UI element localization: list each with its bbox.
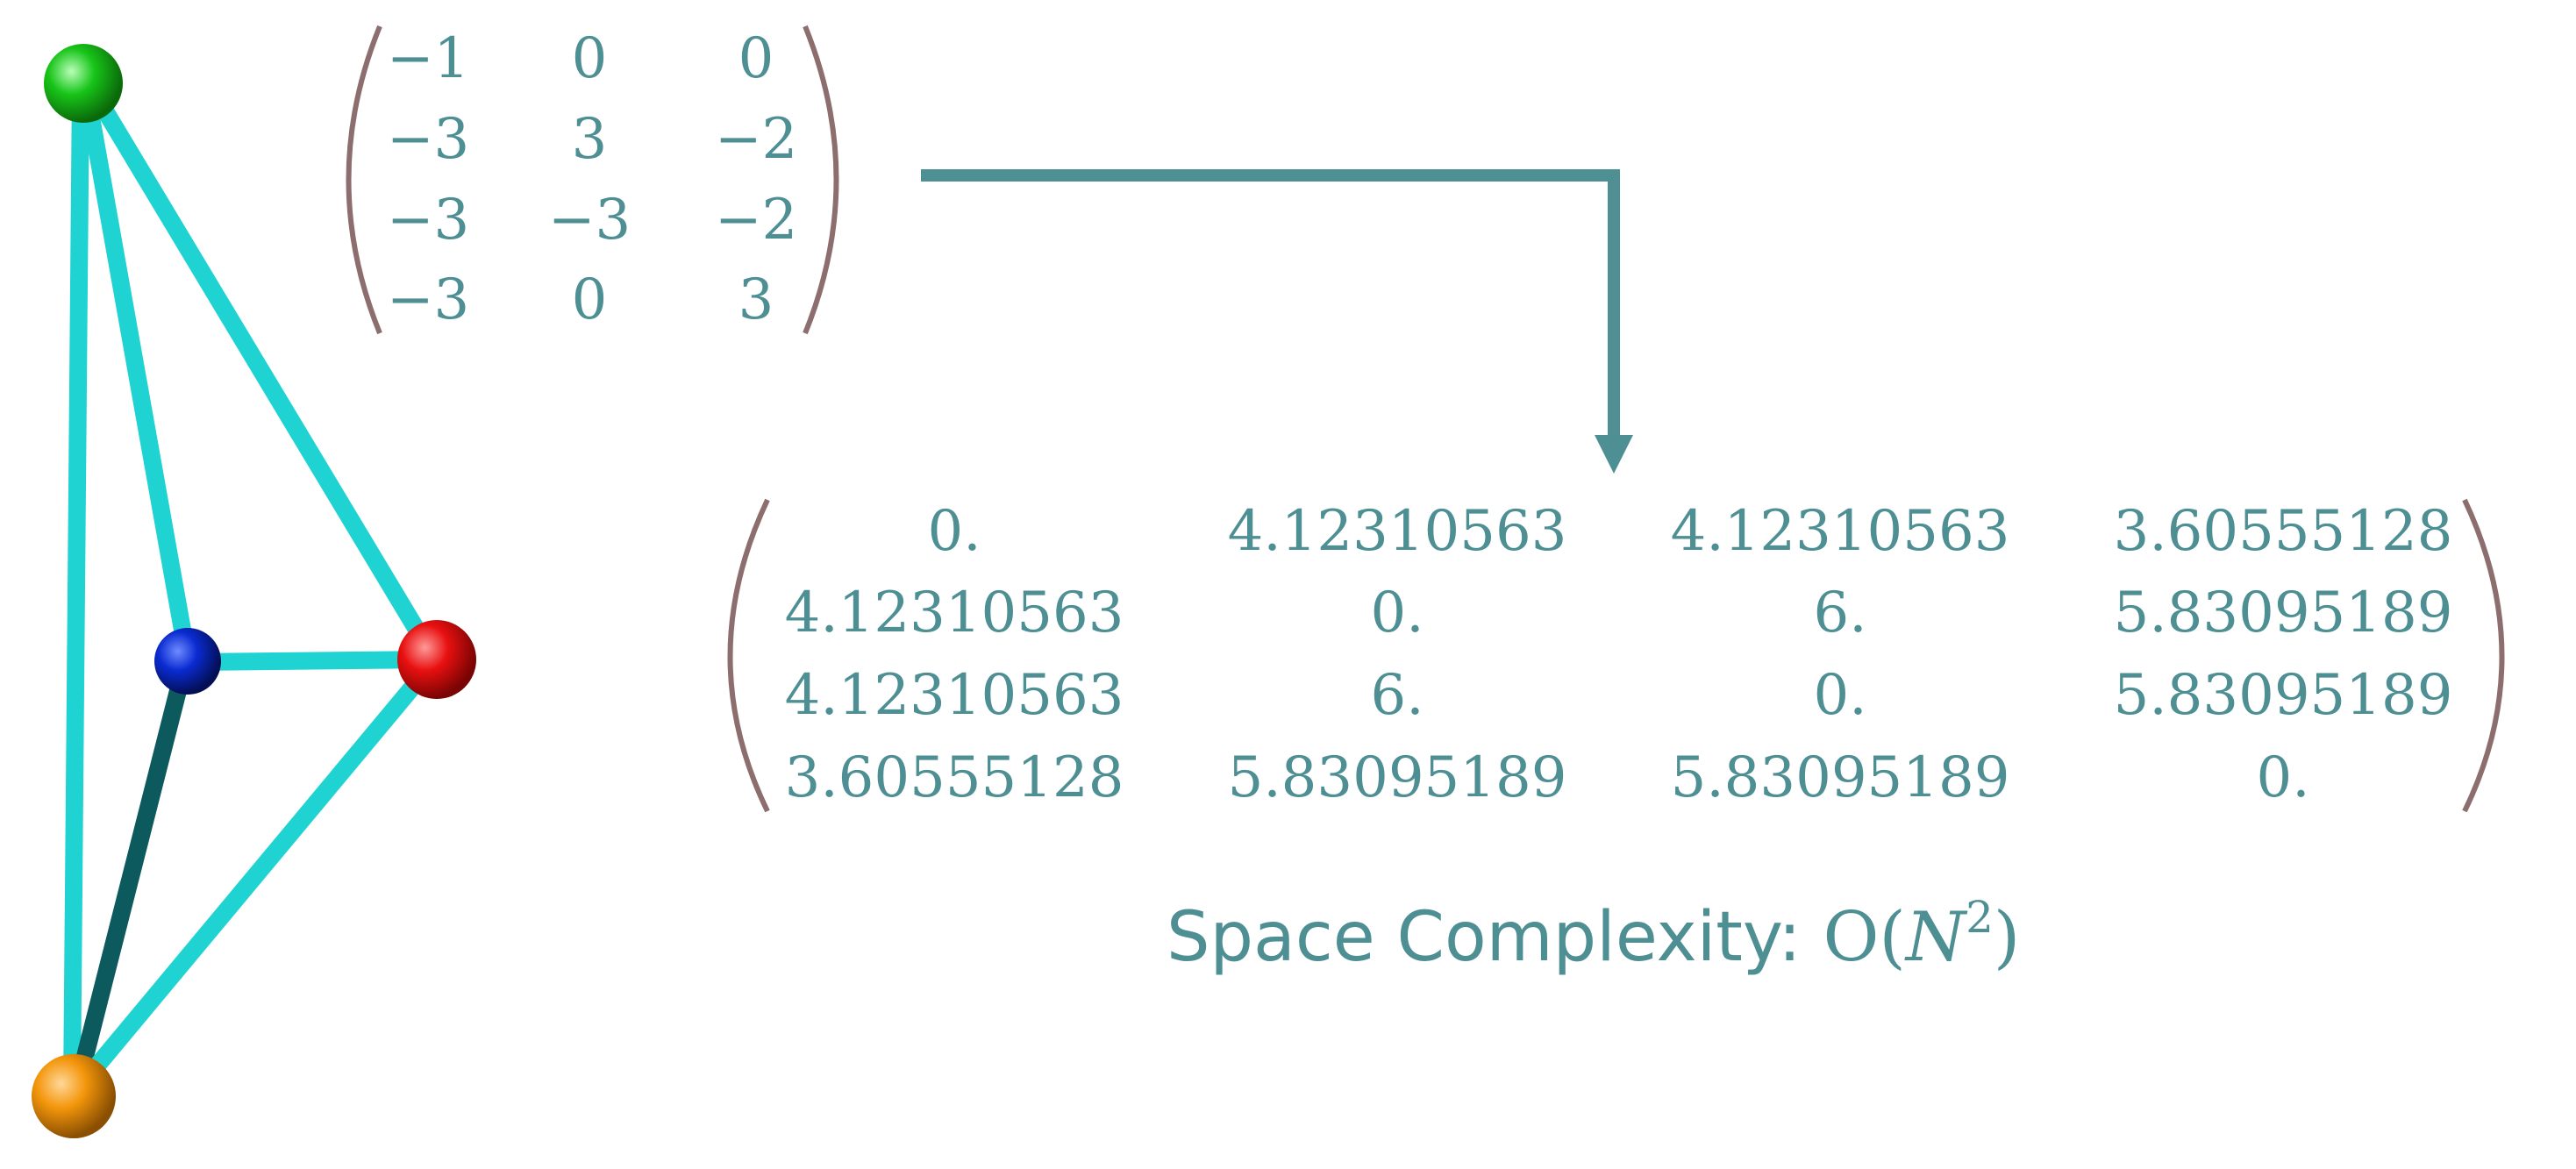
graph-nodes xyxy=(32,44,476,1138)
coords-cell-r1-c2: −2 xyxy=(715,107,797,172)
distance-cell-r0-c2: 4.12310563 xyxy=(1671,499,2010,564)
coords-cell-r2-c2: −2 xyxy=(715,188,797,253)
distance-cell-r1-c0: 4.12310563 xyxy=(785,581,1124,645)
space-complexity-caption: Space Complexity: O(N2) xyxy=(1167,892,2020,977)
coords-cell-r0-c0: −1 xyxy=(387,26,469,91)
coords-right-paren xyxy=(803,25,839,335)
caption-big-o: O( xyxy=(1823,898,1905,977)
distance-cell-r3-c0: 3.60555128 xyxy=(785,745,1124,810)
coords-cell-r2-c1: −3 xyxy=(548,188,631,253)
distance-right-paren xyxy=(2462,498,2505,813)
distance-cell-r0-c0: 0. xyxy=(927,499,981,564)
coords-cell-r3-c1: 0 xyxy=(572,267,608,332)
distance-cell-r1-c1: 0. xyxy=(1370,581,1424,645)
coords-matrix: −1 0 0 −3 3 −2 −3 −3 −2 −3 0 3 xyxy=(346,25,839,335)
coords-cell-r2-c0: −3 xyxy=(387,188,469,253)
coords-cell-r3-c0: −3 xyxy=(387,267,469,332)
distance-cell-r2-c1: 6. xyxy=(1370,663,1424,728)
distance-cell-r1-c2: 6. xyxy=(1813,581,1866,645)
coords-left-paren xyxy=(346,25,382,335)
distance-cell-r3-c3: 0. xyxy=(2256,745,2309,810)
distance-cell-r3-c2: 5.83095189 xyxy=(1671,745,2010,810)
coords-cell-r3-c2: 3 xyxy=(739,267,774,332)
distance-cell-r1-c3: 5.83095189 xyxy=(2114,581,2453,645)
node-top xyxy=(44,44,123,123)
coords-cell-r1-c0: −3 xyxy=(387,107,469,172)
edge-left-right xyxy=(180,651,442,671)
arrow-shaft xyxy=(921,169,1620,438)
edge-left-bottom xyxy=(68,658,193,1096)
edge-top-bottom xyxy=(63,75,89,1101)
caption-variable: N xyxy=(1904,898,1968,977)
distance-cell-r2-c0: 4.12310563 xyxy=(785,663,1124,728)
distance-matrix: 0. 4.12310563 4.12310563 3.60555128 4.123105… xyxy=(727,498,2505,813)
node-bottom xyxy=(32,1054,116,1138)
distance-cell-r0-c1: 4.12310563 xyxy=(1228,499,1567,564)
graph-edges xyxy=(63,75,442,1101)
distance-left-paren xyxy=(727,498,770,813)
edge-right-bottom xyxy=(70,658,439,1096)
distance-cell-r2-c3: 5.83095189 xyxy=(2114,663,2453,728)
caption-close: ) xyxy=(1994,898,2020,977)
distance-cell-r0-c3: 3.60555128 xyxy=(2114,499,2453,564)
distance-cell-r3-c1: 5.83095189 xyxy=(1228,745,1567,810)
node-right xyxy=(397,620,476,699)
transform-arrow xyxy=(921,169,1633,474)
caption-prefix: Space Complexity: xyxy=(1167,898,1823,977)
edge-top-right xyxy=(82,79,440,663)
coords-cell-r0-c1: 0 xyxy=(572,26,608,91)
arrow-head xyxy=(1595,435,1633,474)
coords-cell-r1-c1: 3 xyxy=(572,107,608,172)
node-left xyxy=(154,628,221,695)
coords-cell-r0-c2: 0 xyxy=(739,26,774,91)
edge-top-left xyxy=(77,79,196,668)
distance-cell-r2-c2: 0. xyxy=(1813,663,1866,728)
caption-exponent: 2 xyxy=(1966,892,1994,943)
